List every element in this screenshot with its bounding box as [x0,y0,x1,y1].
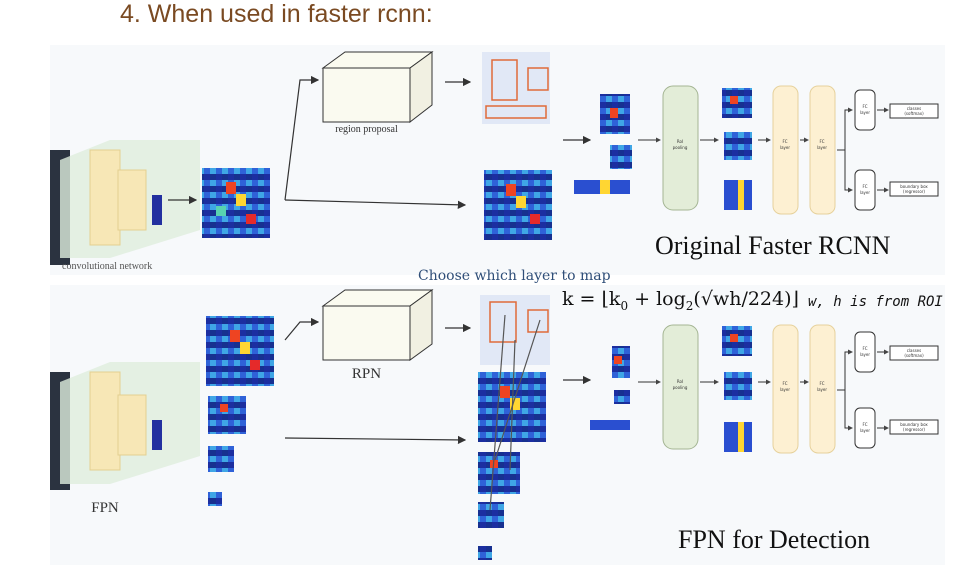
svg-text:layer: layer [780,387,790,392]
svg-text:FC: FC [862,104,867,109]
bottom-pooled-maps [722,326,752,452]
svg-text:classes: classes [907,348,921,353]
svg-text:RoI: RoI [677,379,683,384]
formula-note: w, h is from ROI [808,294,943,310]
svg-text:layer: layer [817,387,827,392]
bottom-roi-crops [590,346,630,430]
svg-text:classes: classes [907,106,921,111]
svg-text:boundary box: boundary box [900,184,928,189]
svg-text:FC: FC [782,381,787,386]
svg-text:(regressor): (regressor) [903,189,925,194]
svg-text:RoI: RoI [677,139,683,144]
svg-text:FC: FC [862,184,867,189]
bottom-fc-layer-2 [809,324,836,454]
svg-text:layer: layer [780,145,790,150]
bottom-roi-pooling [662,324,699,450]
svg-text:(regressor): (regressor) [903,427,925,432]
top-fc-layer-2 [809,85,836,215]
top-region-proposal-cube [321,51,434,124]
top-roi-crops [574,94,632,194]
slide-title: 4. When used in faster rcnn: [120,0,433,28]
bottom-fc-layer-1 [772,324,799,454]
top-fc-layer-1 [772,85,799,215]
bottom-backbone [50,362,200,490]
svg-text:(softmax): (softmax) [904,111,924,116]
bottom-pyramid-copy [478,372,546,560]
top-proposal-boxes [482,52,550,124]
top-feature-map-copy [484,170,552,240]
top-classes-output [889,103,939,119]
svg-text:FC: FC [862,422,867,427]
top-feature-map [202,168,270,238]
top-bbox-output [889,181,939,197]
rpn-label: RPN [351,366,382,382]
top-backbone [50,140,200,265]
svg-text:FC: FC [819,381,824,386]
svg-text:FC: FC [862,346,867,351]
bottom-rpn-cube [321,289,434,361]
top-pooled-maps [722,88,752,210]
svg-text:layer: layer [860,428,870,433]
choose-layer-note: Choose which layer to map [418,268,611,284]
svg-text:layer: layer [860,190,870,195]
original-faster-rcnn-caption: Original Faster RCNN [655,231,891,260]
svg-text:pooling: pooling [673,145,688,150]
svg-text:layer: layer [817,145,827,150]
region-proposal-label: region proposal [335,124,398,135]
svg-text:pooling: pooling [673,385,688,390]
bottom-bbox-output [889,419,939,435]
top-roi-pooling [662,85,699,211]
svg-text:FC: FC [782,139,787,144]
svg-text:FC: FC [819,139,824,144]
svg-text:boundary box: boundary box [900,422,928,427]
svg-text:layer: layer [860,110,870,115]
fpn-label: FPN [91,500,119,516]
svg-text:(softmax): (softmax) [904,353,924,358]
svg-text:layer: layer [860,352,870,357]
bottom-fc-cls [854,331,876,373]
fpn-for-detection-caption: FPN for Detection [678,525,871,554]
level-mapping-formula: k = ⌊k0 + log2(√wh/224)⌋ [562,288,799,313]
roi-mapping-lines [489,314,541,511]
bottom-fc-reg [854,407,876,449]
convolutional-network-label: convolutional network [62,261,153,272]
bottom-pyramid-levels [206,316,274,506]
bottom-classes-output [889,345,939,361]
top-fc-cls [854,89,876,131]
top-fc-reg [854,169,876,211]
